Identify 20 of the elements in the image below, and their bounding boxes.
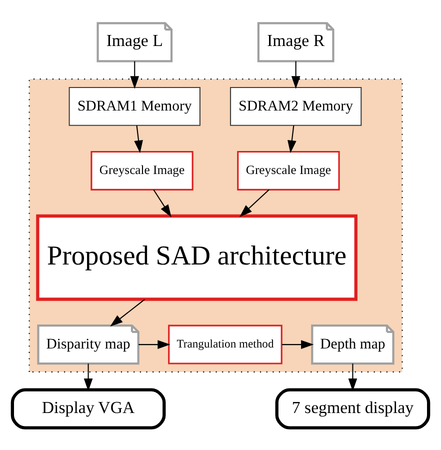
arrow bbox=[84, 363, 93, 391]
node-box: SDRAM2 Memory bbox=[230, 86, 362, 126]
arrow bbox=[291, 60, 300, 88]
cluster bbox=[28, 78, 403, 372]
node-box: 7 segment display bbox=[275, 388, 430, 429]
arrow bbox=[134, 124, 143, 153]
arrow bbox=[110, 298, 146, 326]
node-box: Greyscale Image bbox=[237, 150, 340, 190]
arrow bbox=[130, 60, 140, 88]
arrow bbox=[153, 188, 172, 217]
node-box: Proposed SAD architecture bbox=[36, 214, 358, 300]
node-box: Trangulation method bbox=[168, 324, 282, 364]
arrow bbox=[138, 340, 170, 348]
arrow bbox=[288, 124, 296, 153]
arrow bbox=[240, 188, 270, 217]
arrow bbox=[282, 340, 314, 348]
node-box: Greyscale Image bbox=[90, 150, 194, 190]
node-box: Display VGA bbox=[10, 388, 166, 429]
arrow bbox=[348, 363, 358, 391]
node-box: SDRAM1 Memory bbox=[68, 86, 200, 126]
